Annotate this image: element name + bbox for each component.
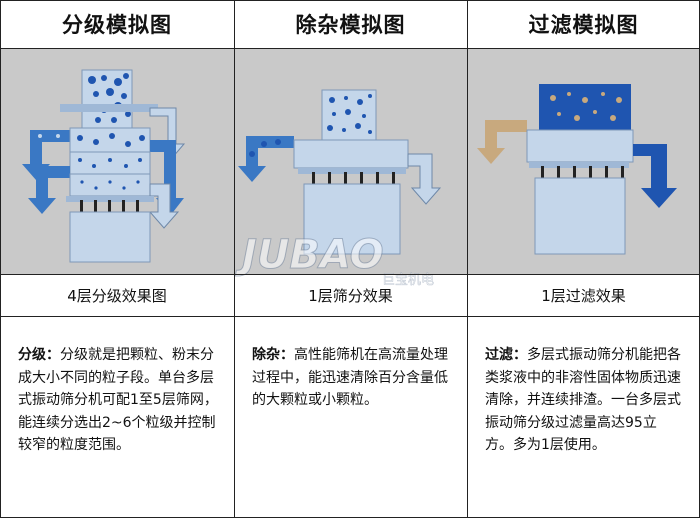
caption-impurity-removal: 1层筛分效果: [308, 286, 393, 305]
description-classification: 分级：分级就是把颗粒、粉末分成大小不同的粒子段。单台多层式振动筛分机可配1至5层…: [0, 316, 234, 518]
caption-classification: 4层分级效果图: [67, 286, 167, 305]
grid-line: [0, 48, 700, 49]
grid-line: [0, 316, 700, 317]
classification-diagram: [0, 48, 234, 274]
grid-line: [0, 0, 700, 1]
description-separator: ：: [280, 347, 294, 363]
caption-filtration: 1层过滤效果: [541, 286, 626, 305]
description-label: 过滤: [485, 347, 513, 363]
description-body: 分级就是把颗粒、粉末分成大小不同的粒子段。单台多层式振动筛分机可配1至5层筛网，…: [18, 347, 218, 453]
description-body: 高性能筛机在高流量处理过程中，能迅速清除百分含量低的大颗粒或小颗粒。: [252, 347, 448, 408]
column-title-filtration: 过滤模拟图: [528, 13, 639, 37]
grid-line: [234, 0, 235, 518]
impurity-removal-diagram: [234, 48, 467, 274]
description-filtration: 过滤：多层式振动筛分机能把各类浆液中的非溶性固体物质迅速清除，并连续排渣。一台多…: [467, 316, 700, 518]
description-body: 多层式振动筛分机能把各类浆液中的非溶性固体物质迅速清除，并连续排渣。一台多层式振…: [485, 347, 681, 453]
description-label: 分级: [18, 347, 46, 363]
grid-line: [0, 0, 1, 518]
filtration-diagram: [467, 48, 700, 274]
grid-line: [0, 274, 700, 275]
column-title-classification: 分级模拟图: [62, 13, 172, 37]
column-title-impurity-removal: 除杂模拟图: [295, 13, 406, 37]
description-separator: ：: [513, 347, 527, 363]
grid-line: [467, 0, 468, 518]
description-separator: ：: [46, 347, 60, 363]
description-label: 除杂: [252, 347, 280, 363]
description-impurity-removal: 除杂：高性能筛机在高流量处理过程中，能迅速清除百分含量低的大颗粒或小颗粒。: [234, 316, 467, 518]
